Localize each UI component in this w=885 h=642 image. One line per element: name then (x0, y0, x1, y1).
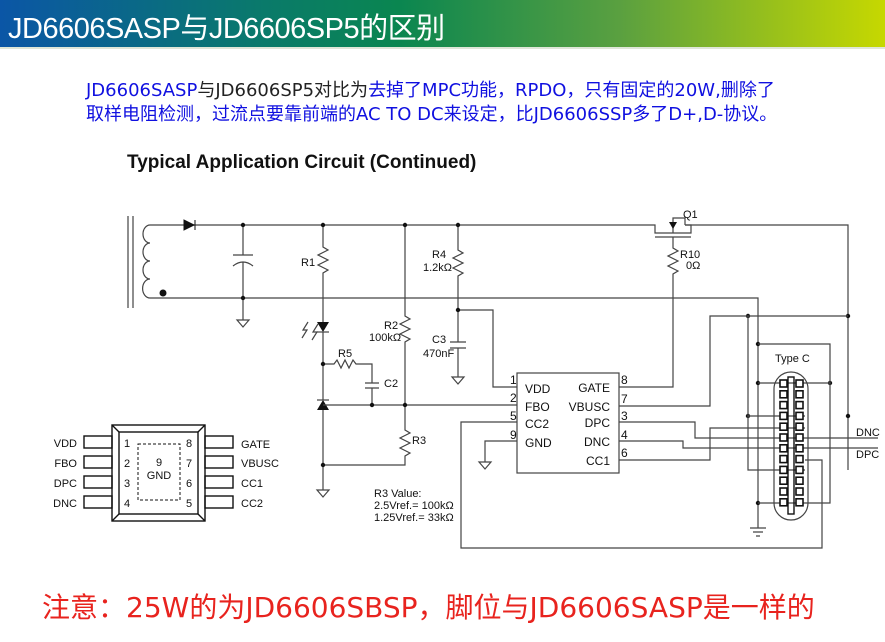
connector-contact (779, 487, 788, 496)
pin-label: VBUSC (569, 400, 611, 414)
pin-label: VDD (525, 382, 551, 396)
pin-number: 2 (510, 391, 517, 405)
connector-contact (779, 411, 788, 421)
connector-contact (779, 422, 788, 432)
note-text: 注意：25W的为JD6606SBSP，脚位与JD6606SASP是一样的 (42, 591, 815, 624)
connector-contact (779, 433, 788, 442)
connector-contact (795, 454, 804, 464)
label-r1: R1 (301, 257, 315, 269)
pin-label: GATE (578, 381, 610, 395)
pkg-pad-number: 9 (156, 457, 162, 469)
label-r3: R3 (412, 435, 426, 447)
ground-icon (235, 319, 251, 328)
pin-number: 1 (510, 373, 517, 387)
divider (0, 47, 885, 49)
desc-part: 与JD6606SP5对比为 (197, 80, 369, 101)
connector-contact (779, 476, 788, 486)
pin-number: 8 (621, 373, 628, 387)
connector-contact (795, 422, 804, 432)
r3-value-a: 2.5Vref.= 100kΩ (374, 500, 454, 512)
label-c2: C2 (384, 378, 398, 390)
connector-contact (795, 487, 804, 496)
desc-line2: 取样电阻检测，过流点要靠前端的AC TO DC来设定，比JD6606SSP多了D… (86, 104, 778, 125)
pin-number: 9 (510, 428, 517, 442)
pkg-pin-number: 8 (186, 438, 192, 450)
pin-number: 6 (621, 446, 628, 460)
label-r4: R4 (432, 249, 446, 261)
pkg-pin-label: VDD (54, 438, 77, 450)
connector-contact (795, 443, 804, 453)
pin-label: CC1 (586, 454, 610, 468)
label-r2-value: 100kΩ (369, 332, 401, 344)
label-dnc: DNC (856, 427, 880, 439)
desc-part: 去掉了MPC功能，RPDO，只有固定的20W,删除了 (368, 80, 775, 101)
connector-contact (779, 400, 788, 410)
pkg-pin-number: 5 (186, 498, 192, 510)
pkg-pin-label: FBO (54, 458, 77, 470)
connector-contact (795, 433, 804, 442)
ground-icon (750, 527, 766, 537)
connector-contact (795, 497, 804, 507)
desc-part: JD6606SASP (86, 80, 198, 101)
connector-contact (779, 379, 788, 388)
pin-label: FBO (525, 400, 550, 414)
ic-jd6606sasp (516, 372, 620, 474)
connector-contact (795, 465, 804, 475)
label-r5: R5 (338, 348, 352, 360)
connector-contact (795, 389, 804, 399)
pin-label: GND (525, 436, 552, 450)
pkg-pin-label: CC2 (241, 498, 263, 510)
pin-number: 5 (510, 409, 517, 423)
diode-icon (183, 219, 196, 231)
pkg-pin-label: VBUSC (241, 458, 279, 470)
pkg-pin-label: DPC (54, 478, 77, 490)
label-r2: R2 (384, 320, 398, 332)
page-title: JD6606SASP与JD6606SP5的区别 (8, 13, 445, 45)
label-c3: C3 (432, 334, 446, 346)
label-r4-value: 1.2kΩ (423, 262, 452, 274)
label-r10-value: 0Ω (686, 260, 700, 272)
led-icon (317, 322, 329, 332)
pin-label: DNC (584, 435, 610, 449)
pkg-pad-label: GND (147, 470, 172, 482)
usb-type-c-connector (773, 371, 809, 521)
connector-contact (779, 443, 788, 453)
label-q1: Q1 (683, 209, 698, 221)
pkg-pin-label: CC1 (241, 478, 263, 490)
label-c3-value: 470nF (423, 348, 454, 360)
connector-contact (795, 379, 804, 388)
pkg-pin-number: 2 (124, 458, 130, 470)
transformer-icon (127, 216, 167, 308)
circuit-heading: Typical Application Circuit (Continued) (127, 152, 476, 173)
pin-number: 4 (621, 428, 628, 442)
pkg-pin-number: 1 (124, 438, 130, 450)
package-diagram: VDD FBO DPC DNC 1 2 3 4 8 7 6 5 GATE VBU… (53, 424, 279, 522)
label-type-c: Type C (775, 353, 810, 365)
connector-contact (779, 497, 788, 507)
r3-value-b: 1.25Vref.= 33kΩ (374, 512, 454, 524)
pin-number: 7 (621, 392, 628, 406)
r3-value-title: R3 Value: (374, 488, 422, 500)
connector-contact (795, 411, 804, 421)
pin-label: CC2 (525, 417, 549, 431)
pkg-pin-number: 6 (186, 478, 192, 490)
label-r10: R10 (680, 249, 700, 261)
pkg-pin-number: 3 (124, 478, 130, 490)
pin-label: DPC (585, 416, 611, 430)
label-dpc: DPC (856, 449, 879, 461)
pkg-pin-number: 7 (186, 458, 192, 470)
pkg-pin-number: 4 (124, 498, 130, 510)
connector-contact (795, 476, 804, 486)
pkg-pin-label: GATE (241, 439, 270, 451)
description: JD6606SASP与JD6606SP5对比为去掉了MPC功能，RPDO，只有固… (86, 79, 777, 127)
pkg-pin-label: DNC (53, 498, 77, 510)
title-bar: JD6606SASP与JD6606SP5的区别 (0, 0, 885, 47)
connector-contact (779, 465, 788, 475)
connector-contact (795, 400, 804, 410)
connector-contact (779, 389, 788, 399)
pin-number: 3 (621, 409, 628, 423)
connector-contact (779, 454, 788, 464)
